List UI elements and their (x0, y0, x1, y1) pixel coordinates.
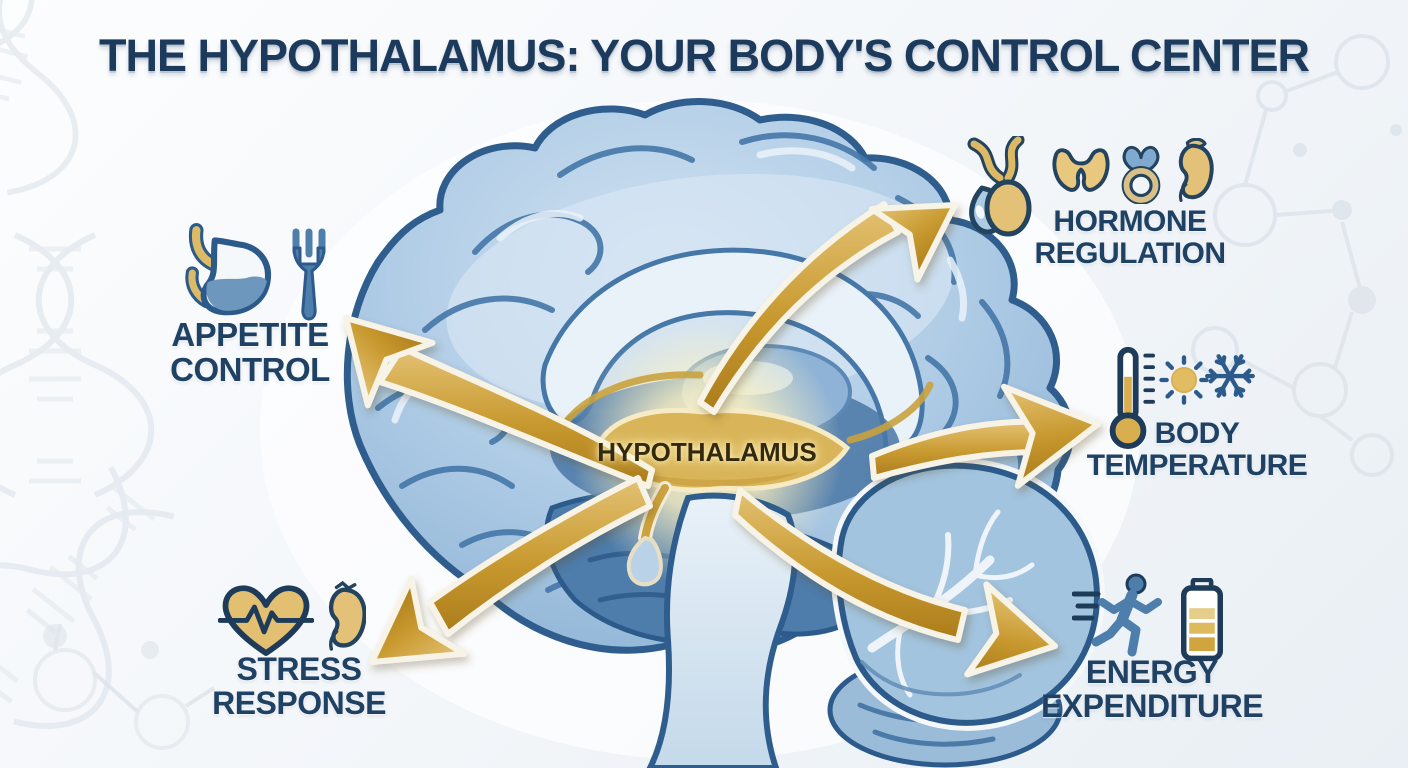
molecule-decoration (33, 34, 1402, 750)
temperature-label-line2: TEMPERATURE (1086, 448, 1308, 482)
energy-label-line2: EXPENDITURE (1040, 687, 1264, 724)
hypothalamus-label: HYPOTHALAMUS (597, 437, 817, 467)
appetite-label-line2: CONTROL (170, 350, 330, 388)
sun-icon (1159, 355, 1209, 405)
arrow-stress (369, 475, 653, 665)
arrow-temperature (869, 383, 1101, 489)
adrenal-kidney-icon (328, 580, 366, 651)
page-title: THE HYPOTHALAMUS: YOUR BODY'S CONTROL CE… (98, 30, 1310, 81)
brainstem (646, 492, 798, 768)
heartbeat-ecg-icon (218, 585, 314, 656)
thyroid-gland-icon (1052, 148, 1110, 192)
snowflake-icon (1205, 354, 1255, 398)
temperature-callout: BODY TEMPERATURE (1078, 418, 1316, 481)
thermometer-icon (1109, 346, 1155, 450)
appetite-label-line1: APPETITE (171, 316, 329, 353)
temperature-label-line1: BODY (1154, 417, 1240, 450)
stress-label-line1: STRESS (236, 651, 362, 687)
arrow-hormone (697, 201, 958, 415)
hormone-callout: HORMONE REGULATION (1028, 206, 1232, 269)
ovary-gland-icon (1121, 145, 1161, 204)
stress-label-line2: RESPONSE (212, 684, 386, 721)
appetite-callout: APPETITE CONTROL (148, 316, 352, 388)
kidney-icon (1178, 138, 1214, 202)
hormone-label-line2: REGULATION (1034, 236, 1226, 270)
stress-callout: STRESS RESPONSE (193, 651, 405, 721)
energy-label-line1: ENERGY (1085, 654, 1219, 690)
stomach-icon (185, 223, 271, 316)
arrow-appetite (343, 315, 655, 489)
pituitary-gland-icon (967, 136, 1032, 237)
pituitary-stalk (626, 481, 672, 587)
battery-icon (1181, 578, 1223, 662)
fork-icon (292, 228, 326, 321)
energy-callout: ENERGY EXPENDITURE (1028, 654, 1276, 724)
hormone-label-line1: HORMONE (1053, 205, 1207, 238)
running-figure-icon (1072, 573, 1162, 657)
arrow-energy (732, 487, 1058, 678)
cerebellum (830, 457, 1105, 731)
